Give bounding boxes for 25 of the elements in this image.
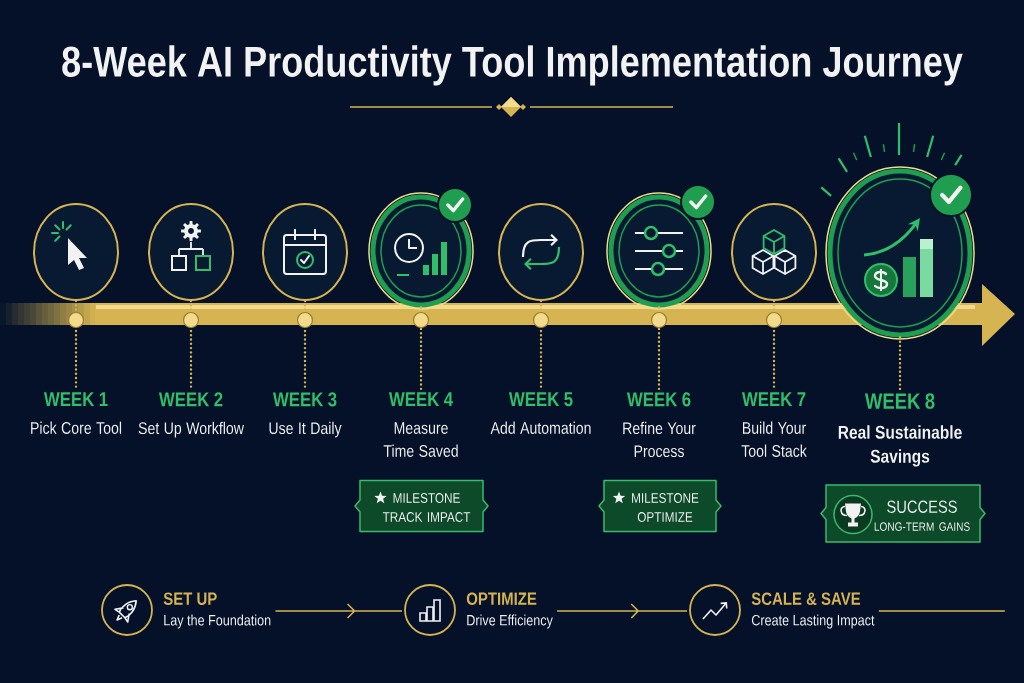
dotted-line [74,299,78,391]
dotted-line [303,299,307,391]
chevron-arrow-line [556,603,688,619]
connector-line [878,610,1006,612]
chevron-arrow-line [274,603,403,619]
step-label: WEEK 3 Use It Daily [269,392,342,438]
dotted-line [189,299,193,391]
dotted-line [898,336,902,392]
step-label: WEEK 7 Build Your Tool Stack [741,392,807,457]
step-label: WEEK 5 Add Automation [490,392,591,434]
step-label: WEEK 4 Measure Time Saved [383,392,458,457]
step-label: WEEK 8 Real Sustainable Savings [838,393,962,467]
dotted-line [419,306,423,391]
title: 8-Week AI Productivity Tool Implementation Journey [62,45,963,86]
dotted-line [657,306,661,391]
milestone-badge: MILESTONE TRACK IMPACT [354,479,489,533]
milestone-badge: MILESTONE OPTIMIZE [598,479,722,533]
dotted-line [772,299,776,391]
phase-label: SCALE & SAVE Create Lasting Impact [751,592,875,629]
step-label: WEEK 2 Set Up Workflow [138,392,244,438]
dotted-line [539,299,543,391]
phase-label: SET UP Lay the Foundation [163,592,271,629]
phase-label: OPTIMIZE Drive Efficiency [466,592,553,629]
step-label: WEEK 1 Pick Core Tool [31,392,122,434]
step-label: WEEK 6 Refine Your Process [623,392,696,458]
